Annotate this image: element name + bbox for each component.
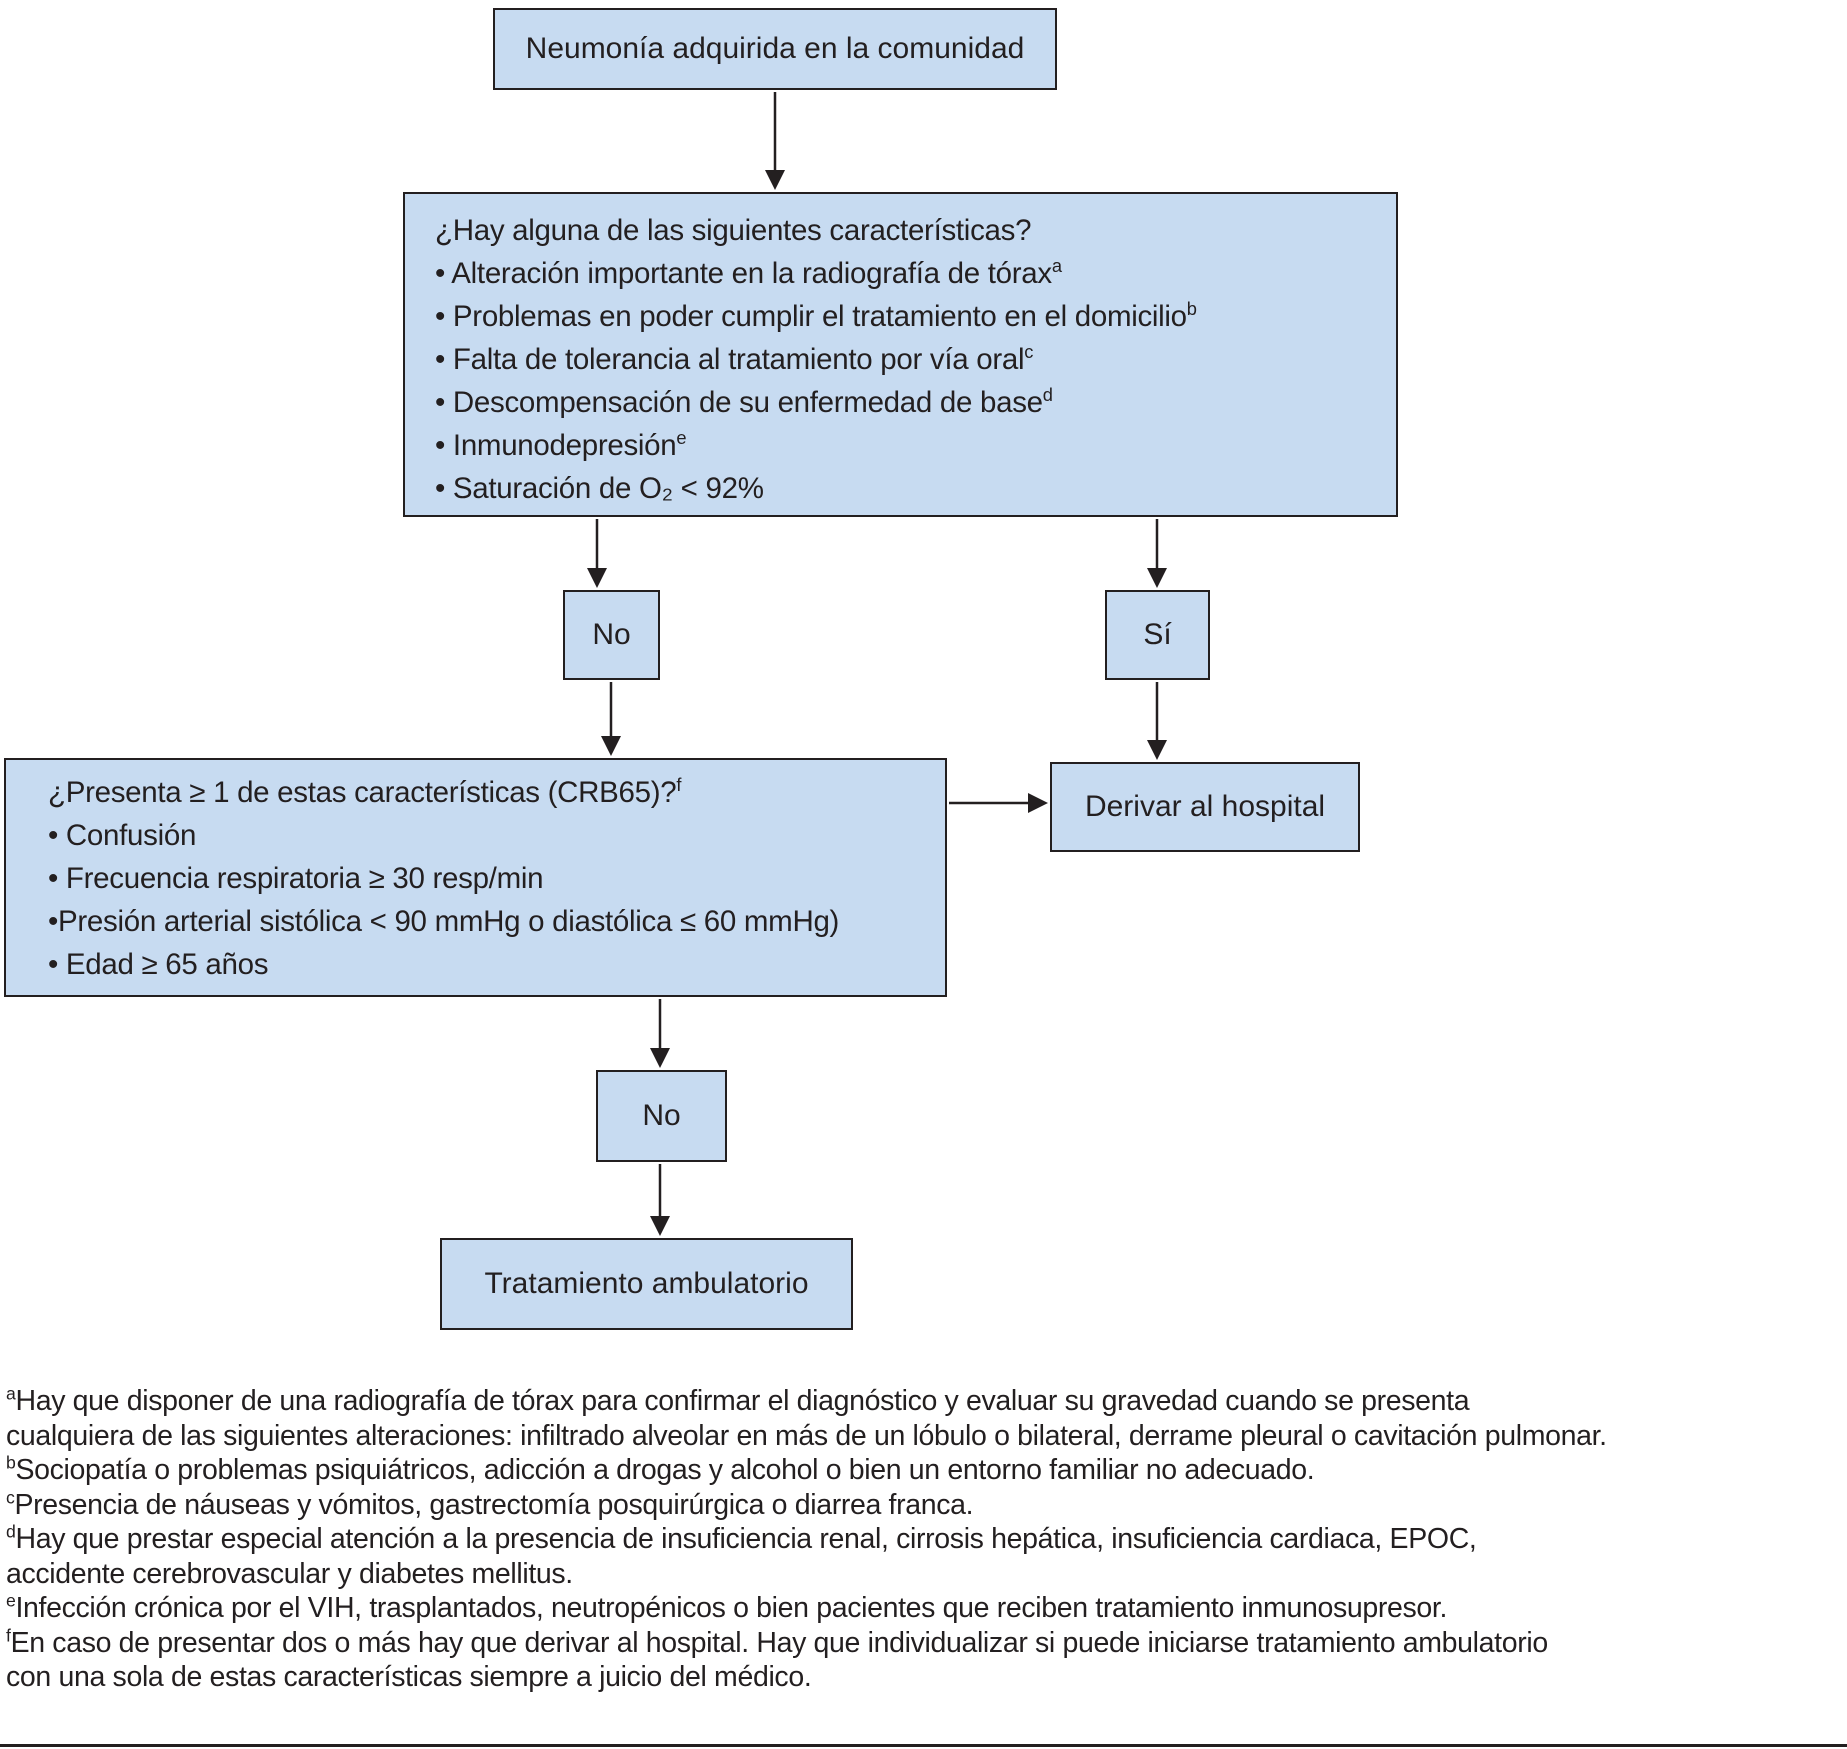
no2-box-label: No bbox=[642, 1099, 681, 1132]
bottom-rule bbox=[0, 1744, 1847, 1747]
question1-bullet: • Descompensación de su enfermedad de ba… bbox=[435, 384, 1053, 419]
footnote-line: accidente cerebrovascular y diabetes mel… bbox=[6, 1557, 573, 1590]
no2-box: No bbox=[596, 1070, 727, 1162]
footnote-line: eInfección crónica por el VIH, trasplant… bbox=[6, 1590, 1448, 1624]
footnote-line: cualquiera de las siguientes alteracione… bbox=[6, 1419, 1607, 1452]
footnote-line: dHay que prestar especial atención a la … bbox=[6, 1521, 1477, 1555]
derivar-hospital-label: Derivar al hospital bbox=[1084, 790, 1326, 823]
si-box: Sí bbox=[1105, 590, 1210, 680]
footnote-line: cPresencia de náuseas y vómitos, gastrec… bbox=[6, 1487, 974, 1521]
question2-bullet: • Frecuencia respiratoria ≥ 30 resp/min bbox=[48, 862, 544, 895]
question1-bullet: • Falta de tolerancia al tratamiento por… bbox=[435, 341, 1034, 376]
question1-bullet: • Problemas en poder cumplir el tratamie… bbox=[435, 298, 1197, 333]
question2-bullet: •Presión arterial sistólica < 90 mmHg o … bbox=[48, 905, 840, 938]
question2-box: ¿Presenta ≥ 1 de estas características (… bbox=[4, 758, 947, 997]
question2-title: ¿Presenta ≥ 1 de estas características (… bbox=[48, 774, 682, 809]
footnotes: aHay que disponer de una radiografía de … bbox=[6, 1384, 1844, 1695]
footnote-line: con una sola de estas características si… bbox=[6, 1661, 812, 1693]
no1-box-label: No bbox=[592, 618, 631, 651]
derivar-hospital-box: Derivar al hospital bbox=[1050, 762, 1360, 852]
start-box: Neumonía adquirida en la comunidad bbox=[493, 8, 1057, 90]
question1-bullet: • Inmunodepresióne bbox=[435, 427, 687, 462]
start-box-label: Neumonía adquirida en la comunidad bbox=[525, 32, 1025, 65]
treatment-box: Tratamiento ambulatorio bbox=[440, 1238, 853, 1330]
footnote-line: aHay que disponer de una radiografía de … bbox=[6, 1383, 1470, 1417]
question1-title: ¿Hay alguna de las siguientes caracterís… bbox=[435, 214, 1032, 247]
question1-bullet: • Alteración importante en la radiografí… bbox=[435, 255, 1062, 290]
treatment-box-label: Tratamiento ambulatorio bbox=[484, 1267, 809, 1300]
footnote-line: bSociopatía o problemas psiquiátricos, a… bbox=[6, 1452, 1315, 1486]
no1-box: No bbox=[563, 590, 660, 680]
question1-box: ¿Hay alguna de las siguientes caracterís… bbox=[403, 192, 1398, 517]
question2-bullet: • Confusión bbox=[48, 819, 197, 852]
si-box-label: Sí bbox=[1143, 618, 1172, 651]
question2-bullet: • Edad ≥ 65 años bbox=[48, 948, 269, 981]
footnote-line: fEn caso de presentar dos o más hay que … bbox=[6, 1625, 1548, 1659]
question1-bullet: • Saturación de O₂ < 92% bbox=[435, 472, 764, 505]
